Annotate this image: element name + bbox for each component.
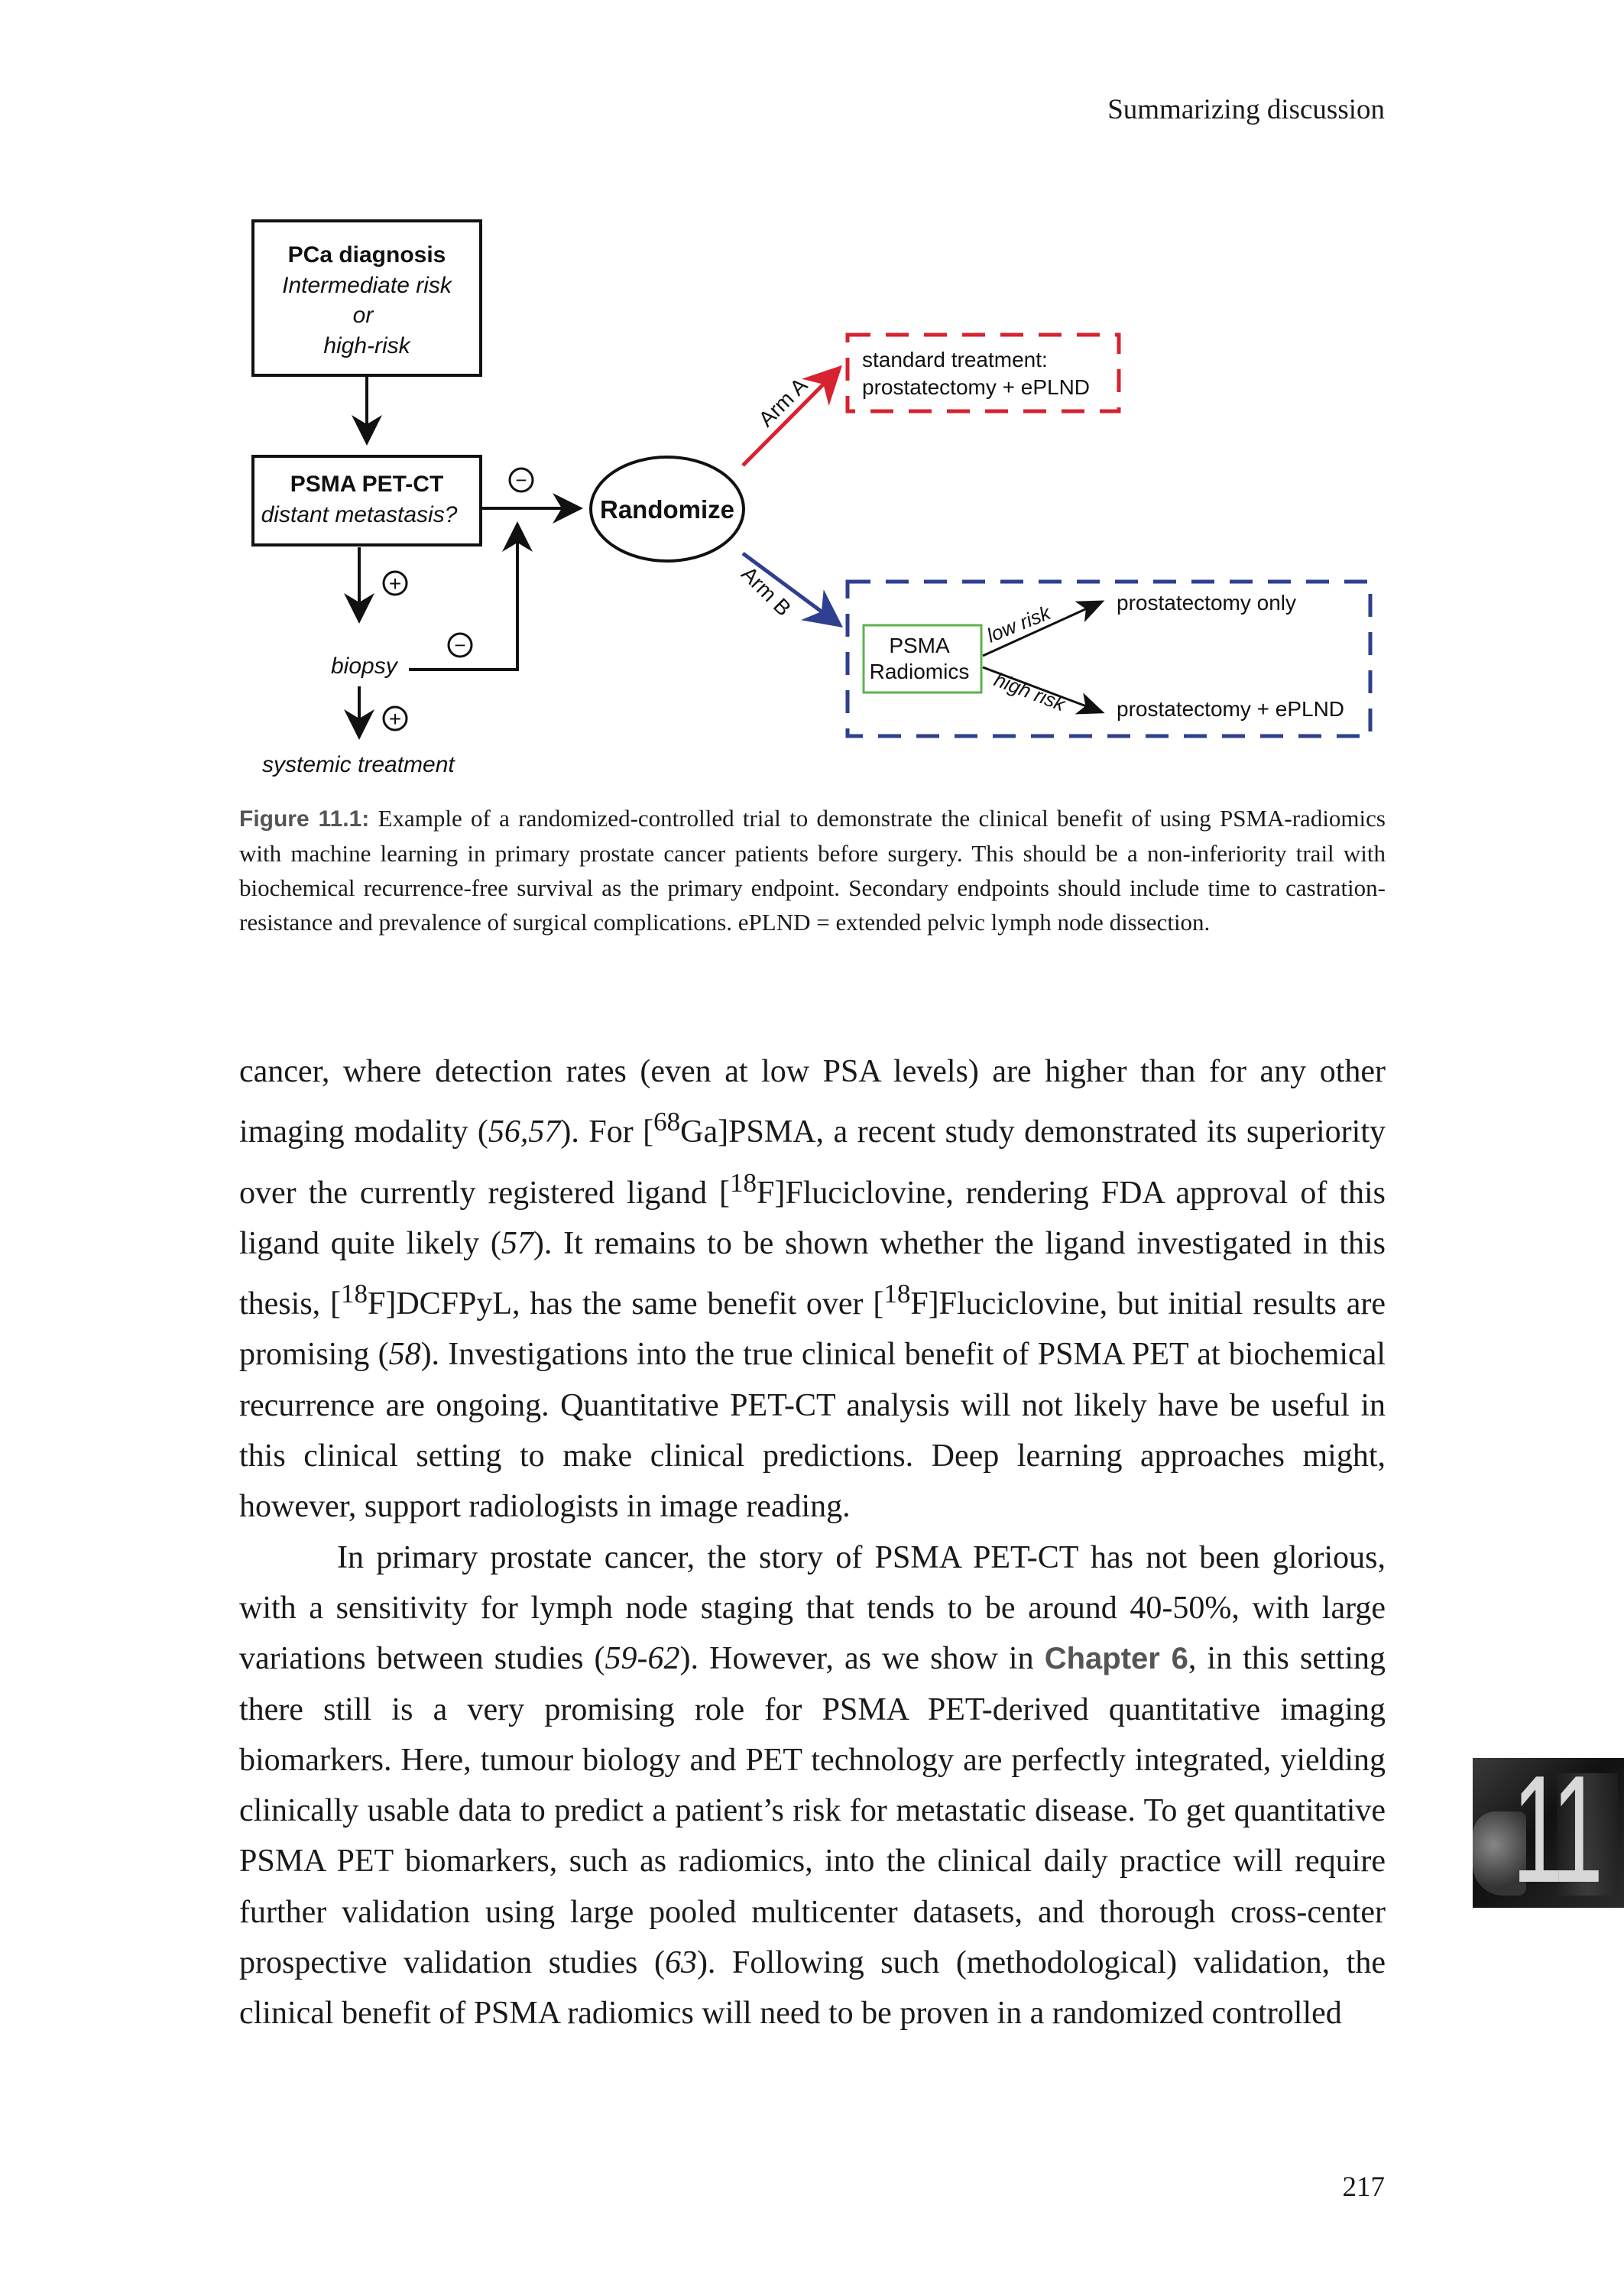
biopsy-label: biopsy [331,654,399,679]
psma-box-subtitle: distant metastasis? [261,502,458,527]
chapter-thumb-tab: 11 [1473,1758,1624,1908]
plus-circle-2 [382,705,408,731]
text-run: ). However, as we show in [679,1641,1045,1677]
diagnosis-title: PCa diagnosis [288,242,446,268]
minus-circle-1 [508,467,534,493]
isotope-superscript: 18 [730,1167,757,1198]
arm-a-line-1: standard treatment: [862,348,1048,371]
radiomics-line-1: PSMA [889,634,950,657]
caption-label: Figure 11.1: [239,806,370,832]
figure-11-1-diagram: PCa diagnosis Intermediate risk or high-… [251,219,1373,777]
psma-box-title: PSMA PET-CT [290,472,444,497]
caption-text: Example of a randomized-controlled trial… [239,805,1386,936]
systemic-treatment-label: systemic treatment [262,752,455,777]
text-run: Ga]PSMA, a recent study demonstrated its… [239,1114,1386,1211]
citation: 63 [664,1945,697,1981]
text-run: ). Following such (methodological) valid… [239,1945,1386,2032]
radiomics-box [862,624,983,694]
text-run: F]Fluciclovine, rendering FDA approval o… [239,1175,1386,1261]
arm-b-box [845,579,1373,738]
plus-circle-1 [382,570,408,596]
diagnosis-line-3: high-risk [323,333,411,358]
text-run: cancer, where detection rates (even at l… [239,1054,1386,1150]
plus-sign-2: + [389,707,401,731]
text-run: F]Fluciclovine, but initial results are … [239,1286,1386,1373]
arm-a-box [845,332,1121,414]
chapter-reference: Chapter 6 [1044,1642,1188,1676]
radiomics-line-2: Radiomics [870,660,970,683]
body-text: cancer, where detection rates (even at l… [239,1046,1386,2039]
text-run: ). It remains to be shown whether the li… [239,1225,1386,1322]
plus-sign-1: + [389,572,401,595]
page-number: 217 [1342,2171,1386,2203]
diagnosis-line-1: Intermediate risk [282,273,453,298]
citation: 58 [388,1337,421,1373]
citation: 57 [501,1225,533,1261]
chapter-tab-number: 11 [1512,1758,1603,1908]
diagnosis-line-2: or [353,303,374,328]
paragraph-2: In primary prostate cancer, the story of… [239,1532,1386,2039]
isotope-superscript: 68 [653,1107,681,1137]
tab-photo-shade [1557,1773,1618,1896]
minus-sign-1: − [515,469,527,491]
arrow-biopsy-to-randomize [409,521,533,671]
arm-a-line-2: prostatectomy + ePLND [862,375,1090,399]
text-run: F]DCFPyL, has the same benefit over [ [367,1286,884,1322]
randomize-label: Randomize [600,495,734,524]
high-risk-label: high risk [991,668,1070,716]
text-run: In primary prostate cancer, the story of… [239,1539,1386,1677]
isotope-superscript: 18 [883,1279,911,1309]
diagnosis-box [251,219,482,377]
citation: 56,57 [488,1114,561,1150]
citation: 59-62 [605,1641,680,1677]
outcome-high-label: prostatectomy + ePLND [1117,697,1344,721]
isotope-superscript: 18 [340,1279,368,1309]
randomize-ellipse [589,456,745,563]
tab-photo-shape [1473,1811,1526,1896]
text-run: , in this setting there still is a very … [239,1641,1386,1981]
minus-sign-2: − [454,634,465,657]
paragraph-1: cancer, where detection rates (even at l… [239,1046,1386,1532]
arm-b-arrow [741,551,844,628]
text-run: ). For [ [560,1114,654,1150]
arm-a-arrow [741,365,843,467]
minus-circle-2 [447,632,473,658]
psma-box [251,455,482,546]
figure-caption: Figure 11.1: Example of a randomized-con… [239,801,1386,939]
outcome-low-label: prostatectomy only [1117,591,1296,615]
arrow-low-risk [982,600,1105,657]
running-head: Summarizing discussion [1107,94,1385,125]
text-run: ). Investigations into the true clinical… [239,1337,1386,1525]
arrow-high-risk [982,666,1105,715]
